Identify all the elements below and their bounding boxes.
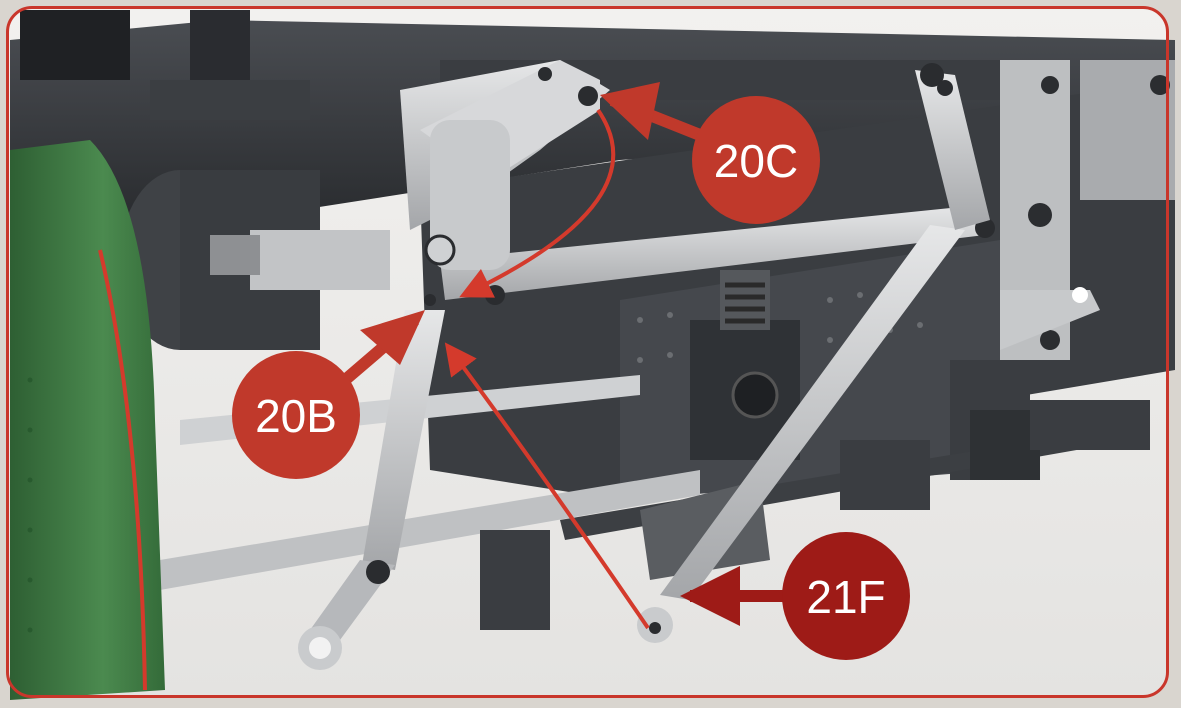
cylinder-block [120,170,390,350]
callout-20C: 20C [692,96,820,224]
instruction-arrows [341,82,800,630]
bell-crank [915,63,1100,350]
diagonal-rod [637,218,995,643]
callout-21F-label: 21F [806,571,885,623]
radius-rod [440,205,985,300]
callout-21F: 21F [782,532,910,660]
green-boiler-panel [10,140,165,700]
suspension-spring [725,282,765,324]
callout-20C-label: 20C [714,135,798,187]
callout-20B: 20B [232,351,360,479]
drop-link-rod [298,310,445,670]
callout-20B-label: 20B [255,390,337,442]
